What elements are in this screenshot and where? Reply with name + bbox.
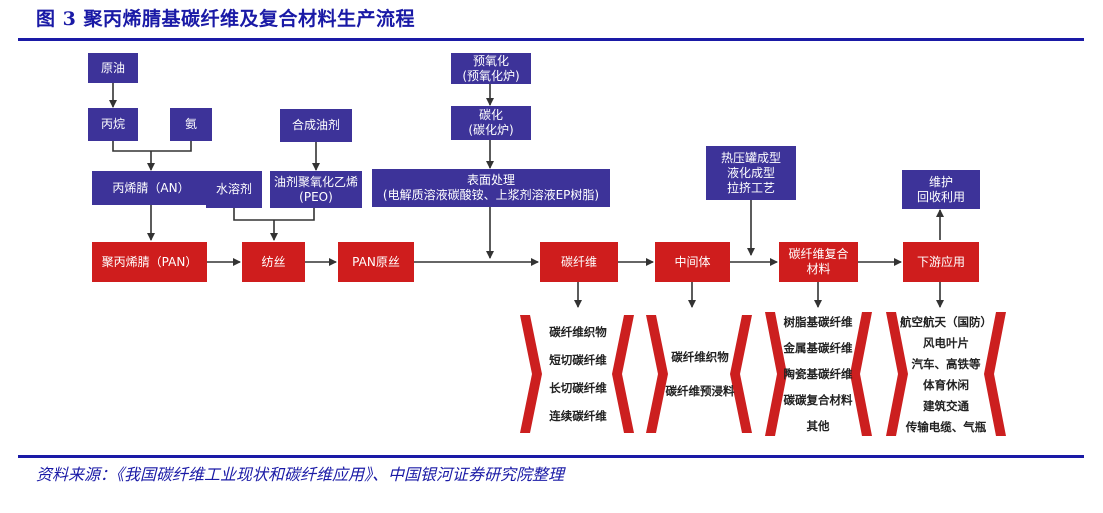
list-item: 树脂基碳纤维 — [783, 315, 853, 329]
list-item: 短切碳纤维 — [549, 353, 607, 367]
chevron-left-2 — [646, 315, 668, 433]
list-item: 碳纤维织物 — [671, 350, 729, 364]
box-water-solvent: 水溶剂 — [206, 171, 262, 208]
figure-title: 图 3 聚丙烯腈基碳纤维及复合材料生产流程 — [36, 8, 415, 30]
chevron-right-3 — [850, 312, 872, 436]
box-carbon-fiber: 碳纤维 — [540, 242, 618, 282]
box-recycling: 维护 回收利用 — [902, 170, 980, 209]
list-composite-types: 树脂基碳纤维 金属基碳纤维 陶瓷基碳纤维 碳碳复合材料 其他 — [780, 312, 856, 436]
list-intermediate-products: 碳纤维织物 碳纤维预浸料 — [660, 315, 740, 433]
box-spinning: 纺丝 — [242, 242, 305, 282]
list-item: 体育休闲 — [923, 377, 969, 392]
box-finishing-agent: 合成油剂 — [280, 109, 352, 142]
list-item: 风电叶片 — [923, 335, 969, 350]
list-item: 连续碳纤维 — [549, 409, 607, 423]
bracket-to-spinning — [233, 208, 315, 221]
box-pan: 聚丙烯腈（PAN） — [92, 242, 207, 282]
box-molding: 热压罐成型 液化成型 拉挤工艺 — [706, 146, 796, 200]
list-item: 其他 — [806, 419, 830, 433]
source-note: 资料来源：《我国碳纤维工业现状和碳纤维应用》、中国银河证券研究院整理 — [36, 465, 565, 484]
list-item: 金属基碳纤维 — [783, 341, 853, 355]
chevron-right-1 — [612, 315, 634, 433]
box-carbonization: 碳化 (碳化炉) — [451, 106, 531, 140]
bracket-to-an — [112, 141, 192, 152]
box-downstream: 下游应用 — [903, 242, 979, 282]
list-item: 长切碳纤维 — [549, 381, 607, 395]
bottom-rule — [18, 455, 1084, 458]
list-item: 航空航天（国防） — [900, 314, 992, 329]
box-propylene: 丙烷 — [88, 108, 138, 141]
list-item: 碳纤维织物 — [549, 325, 607, 339]
box-acrylonitrile: 丙烯腈（AN） — [92, 171, 210, 205]
list-applications: 航空航天（国防） 风电叶片 汽车、高铁等 体育休闲 建筑交通 传输电缆、气瓶 — [900, 312, 992, 436]
chevron-left-4 — [886, 312, 908, 436]
list-item: 碳纤维预浸料 — [665, 384, 735, 398]
list-item: 建筑交通 — [923, 398, 969, 413]
list-item: 传输电缆、气瓶 — [905, 419, 987, 434]
box-surface-treatment: 表面处理 (电解质溶液碳酸铵、上浆剂溶液EP树脂) — [372, 169, 610, 207]
box-peo: 油剂聚氧化乙烯 (PEO) — [270, 171, 362, 208]
box-pan-precursor: PAN原丝 — [338, 242, 414, 282]
chevron-left-1 — [520, 315, 542, 433]
box-pre-oxidation: 预氧化 (预氧化炉) — [451, 53, 531, 84]
chevron-left-3 — [765, 312, 787, 436]
chevron-right-4 — [984, 312, 1006, 436]
list-carbon-fiber-products: 碳纤维织物 短切碳纤维 长切碳纤维 连续碳纤维 — [536, 315, 620, 433]
list-item: 汽车、高铁等 — [911, 356, 981, 371]
list-item: 陶瓷基碳纤维 — [783, 367, 853, 381]
chevron-right-2 — [730, 315, 752, 433]
box-composite: 碳纤维复合 材料 — [779, 242, 858, 282]
box-intermediate: 中间体 — [655, 242, 730, 282]
box-ammonia: 氨 — [170, 108, 212, 141]
list-item: 碳碳复合材料 — [783, 393, 853, 407]
box-crude-oil: 原油 — [88, 53, 138, 83]
top-rule — [18, 38, 1084, 41]
